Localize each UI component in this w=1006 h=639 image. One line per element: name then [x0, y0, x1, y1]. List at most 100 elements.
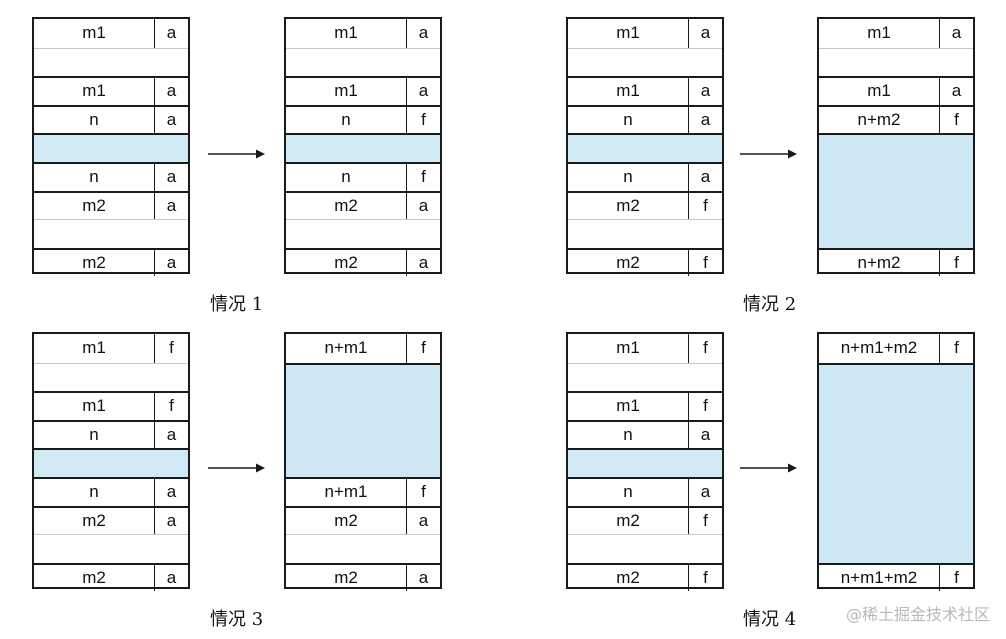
alloc-flag: f: [406, 164, 440, 191]
footer-row: m1 a: [568, 76, 722, 105]
size-label: n: [341, 110, 351, 130]
case-caption: 情况 1: [210, 294, 264, 315]
size-label: n+m2: [857, 253, 901, 273]
alloc-flag: a: [154, 564, 188, 592]
alloc-flag: a: [154, 507, 188, 535]
size-label: m2: [616, 195, 640, 215]
alloc-flag: a: [154, 479, 188, 506]
header-row: m1 f: [34, 334, 188, 363]
transition-arrow: [740, 463, 797, 473]
alloc-flag: a: [688, 78, 722, 105]
alloc-flag: a: [406, 249, 440, 277]
size-label: m1: [82, 338, 106, 358]
transition-arrow: [208, 149, 265, 159]
payload-area: [286, 362, 440, 477]
payload-area: [568, 47, 722, 77]
alloc-flag: f: [406, 334, 440, 363]
size-label: m2: [334, 510, 358, 530]
alloc-flag: a: [406, 19, 440, 48]
alloc-flag: a: [154, 421, 188, 449]
size-label: m2: [82, 568, 106, 588]
alloc-flag: a: [406, 564, 440, 592]
payload-area: [286, 47, 440, 77]
alloc-flag: a: [154, 249, 188, 277]
size-label: n+m1: [324, 482, 368, 502]
payload-area: [34, 133, 188, 162]
size-label: m1: [867, 23, 891, 43]
size-label: n: [89, 167, 99, 187]
size-label: m2: [82, 253, 106, 273]
size-label: m1: [616, 81, 640, 101]
size-label: n: [89, 425, 99, 445]
size-label: m2: [82, 195, 106, 215]
alloc-flag: f: [688, 393, 722, 420]
alloc-flag: f: [688, 507, 722, 535]
size-label: m1: [82, 23, 106, 43]
alloc-flag: f: [154, 393, 188, 420]
alloc-flag: a: [406, 192, 440, 220]
case-caption: 情况 2: [743, 294, 797, 315]
size-label: m1: [82, 396, 106, 416]
alloc-flag: a: [406, 78, 440, 105]
footer-row: m2 a: [34, 247, 188, 277]
alloc-flag: a: [154, 164, 188, 191]
alloc-flag: a: [688, 421, 722, 449]
alloc-flag: a: [939, 19, 973, 48]
size-label: n: [341, 167, 351, 187]
payload-area: [819, 362, 973, 563]
size-label: m1: [867, 81, 891, 101]
alloc-flag: a: [406, 507, 440, 535]
transition-arrow: [208, 463, 265, 473]
payload-area: [34, 219, 188, 248]
header-row: m2 a: [34, 190, 188, 220]
payload-area: [286, 534, 440, 563]
footer-row: m1 f: [34, 391, 188, 420]
header-row: m2 a: [286, 190, 440, 220]
transition-arrow: [740, 149, 797, 159]
size-label: m2: [616, 568, 640, 588]
alloc-flag: a: [154, 106, 188, 134]
header-row: m2 a: [286, 505, 440, 535]
alloc-flag: f: [154, 334, 188, 363]
size-label: n: [623, 167, 633, 187]
payload-area: [568, 362, 722, 392]
size-label: m1: [82, 81, 106, 101]
alloc-flag: a: [688, 106, 722, 134]
footer-row: n+m1 f: [286, 477, 440, 506]
alloc-flag: a: [154, 192, 188, 220]
watermark: @稀土掘金技术社区: [845, 605, 990, 624]
alloc-flag: f: [406, 479, 440, 506]
payload-area: [34, 362, 188, 392]
size-label: m2: [334, 195, 358, 215]
